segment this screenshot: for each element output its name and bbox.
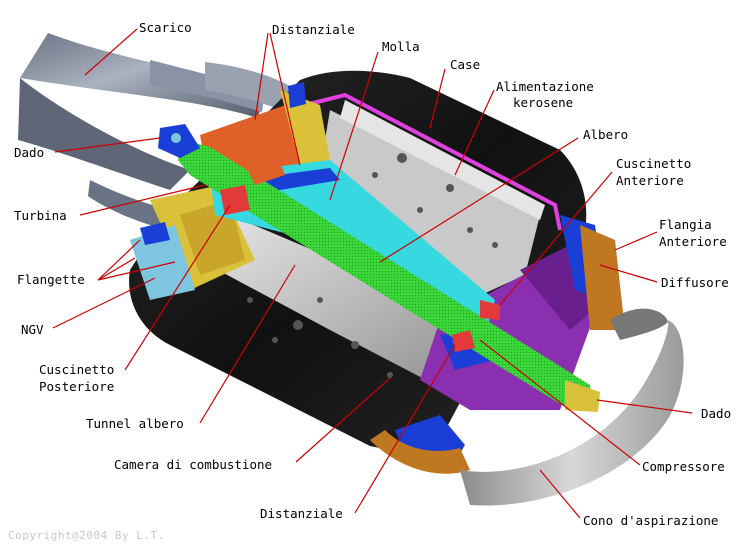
label-diffusore: Diffusore (661, 275, 729, 290)
label-flangia-1: Flangia (659, 217, 712, 232)
compressor-assembly (370, 215, 625, 474)
label-flangia-2: Anteriore (659, 234, 727, 249)
front-nut (565, 380, 600, 412)
fuel-pipe (304, 92, 562, 231)
bearing-front (480, 300, 500, 320)
leader-dado-right (596, 399, 693, 414)
label-dado-left: Dado (14, 145, 45, 160)
leader-dado-left (54, 137, 161, 153)
intake-cone-rim (610, 308, 668, 340)
leader-flangette-a (97, 239, 141, 281)
leader-distanziale-bottom (354, 344, 456, 514)
label-distanziale-bottom: Distanziale (260, 506, 343, 521)
leader-flangia (614, 231, 658, 251)
label-ngv: NGV (21, 322, 44, 337)
label-case: Case (450, 57, 481, 72)
leader-distanziale-b (269, 32, 301, 166)
leader-compressore (479, 339, 641, 466)
leader-lines (52, 28, 693, 519)
label-turbina: Turbina (14, 208, 67, 223)
leader-tunnel (199, 264, 296, 424)
label-flangette: Flangette (17, 272, 85, 287)
label-cuscinetto-anteriore-1: Cuscinetto (616, 156, 692, 171)
label-compressore: Compressore (642, 459, 725, 474)
leader-flangette-b (97, 257, 136, 281)
leader-albero (379, 137, 579, 263)
leader-ngv (52, 277, 156, 329)
bearing-rear (220, 185, 250, 215)
leader-molla (329, 51, 379, 201)
spacer-parts (245, 150, 285, 185)
label-cuscinetto-posteriore-2: Posteriore (39, 379, 115, 394)
rear-nut-hole (171, 133, 181, 143)
leader-distanziale-a (254, 32, 269, 121)
label-cono-aspirazione: Cono d'aspirazione (583, 513, 719, 528)
leader-cuscinetto-posteriore (124, 204, 231, 371)
leader-diffusore (599, 264, 658, 283)
leader-cono (539, 469, 581, 519)
label-cuscinetto-anteriore-2: Anteriore (616, 173, 684, 188)
leader-scarico (84, 28, 138, 76)
label-cuscinetto-posteriore-1: Cuscinetto (39, 362, 115, 377)
leader-alimentazione (454, 89, 495, 176)
bearing-front-2 (452, 330, 475, 352)
copyright-notice: Copyright@2004 By L.T. (8, 529, 165, 542)
label-alimentazione: Alimentazione (496, 79, 594, 94)
leader-camera (295, 377, 391, 463)
label-camera-combustione: Camera di combustione (114, 457, 273, 472)
intake-cone (460, 320, 684, 506)
leader-case (429, 68, 446, 129)
main-shaft (178, 140, 592, 410)
exhaust-nozzle (18, 33, 290, 228)
leader-flangette-c (97, 261, 176, 281)
label-tunnel-albero: Tunnel albero (86, 416, 184, 431)
leader-cuscinetto-anteriore (499, 171, 613, 306)
leader-turbina (79, 184, 206, 216)
label-distanziale-top: Distanziale (272, 22, 355, 37)
label-molla: Molla (382, 39, 420, 54)
label-albero: Albero (583, 127, 629, 142)
label-kerosene: kerosene (513, 95, 574, 110)
label-scarico: Scarico (139, 20, 192, 35)
label-dado-right: Dado (701, 406, 732, 421)
